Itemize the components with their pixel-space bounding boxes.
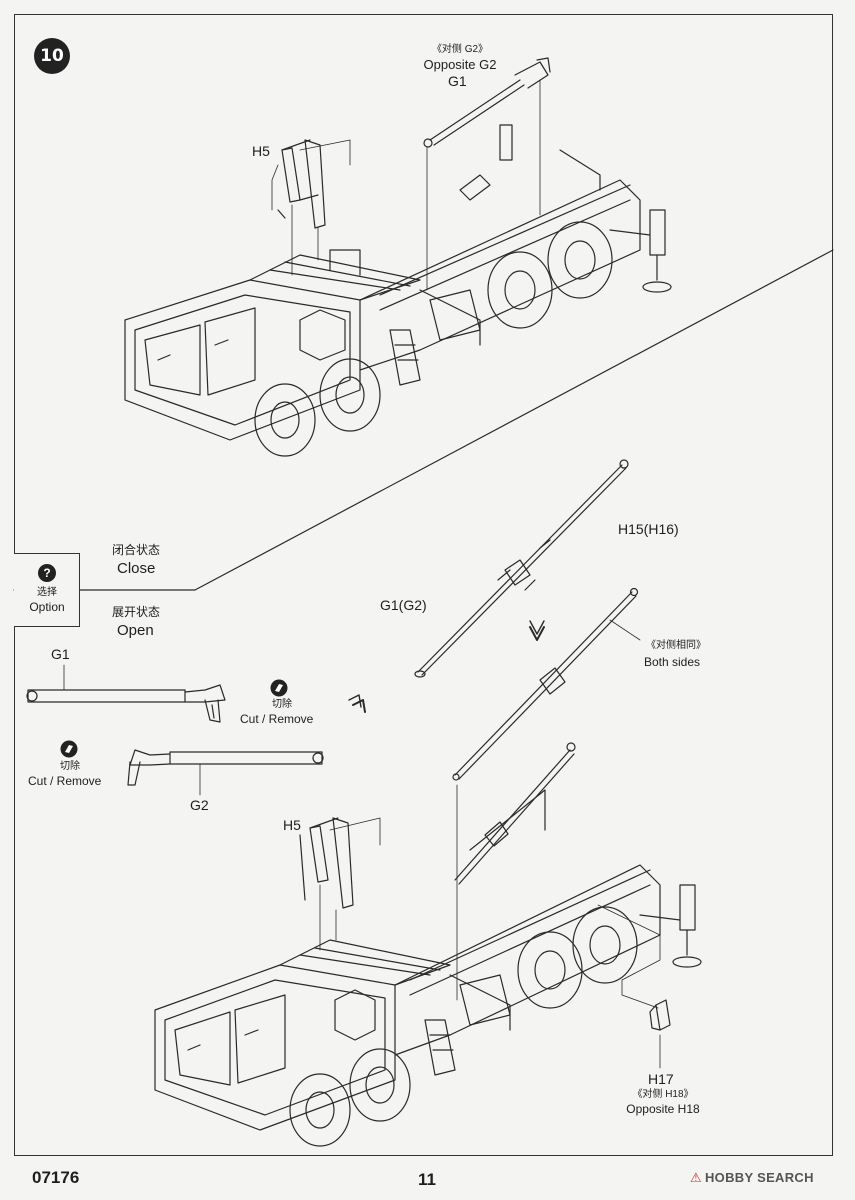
part-h17-label: H17 [648,1071,674,1087]
option-cn-label: 选择 [37,587,57,598]
open-state-cn: 展开状态 [112,605,161,619]
option-label: Option [29,600,65,614]
cut-cn-label-1: 切除 [272,699,292,710]
opposite-g2-label: Opposite G2 [423,57,497,72]
cut-remove-label-2: Cut / Remove [28,774,102,788]
cut-remove-label-1: Cut / Remove [240,712,314,726]
close-state-cn: 闭合状态 [112,543,161,557]
kit-number: 07176 [32,1168,80,1187]
part-h5-label: H5 [252,143,270,159]
opposite-h18-label: Opposite H18 [626,1102,700,1116]
cut-icon [60,740,78,758]
bottom-truck [154,742,702,1147]
g1-arm-top [429,79,521,141]
warning-icon: ⚠ [690,1170,702,1185]
close-state-label: Close [117,560,156,577]
cut-cn-label-2: 切除 [60,761,80,772]
option-g1-label: G1 [51,646,70,662]
option-g2-label: G2 [190,797,209,813]
watermark-text: HOBBY SEARCH [704,1170,814,1185]
option-box: ? 选择 Option [14,553,80,627]
step-number-badge: 10 [34,38,70,74]
h15-rod [417,464,623,673]
opposite-g2-cn-label: 《对侧 G2》 [431,44,489,55]
both-sides-cn-label: 《对侧相同》 [646,640,706,651]
section-divider [79,249,834,591]
part-g1-g2-label: G1(G2) [380,597,427,613]
cut-icon [270,679,288,697]
page-number: 11 [418,1170,436,1189]
parts-section [26,459,641,796]
open-state-label: Open [117,622,154,639]
both-sides-label: Both sides [644,655,701,669]
part-g1-label: G1 [448,73,467,89]
opposite-h18-cn-label: 《对侧 H18》 [632,1089,694,1100]
part-h15-h16-label: H15(H16) [618,521,679,537]
top-truck [124,57,672,457]
watermark: ⚠HOBBY SEARCH [690,1170,814,1186]
bottom-h5-label: H5 [283,817,301,833]
question-icon: ? [38,564,56,582]
